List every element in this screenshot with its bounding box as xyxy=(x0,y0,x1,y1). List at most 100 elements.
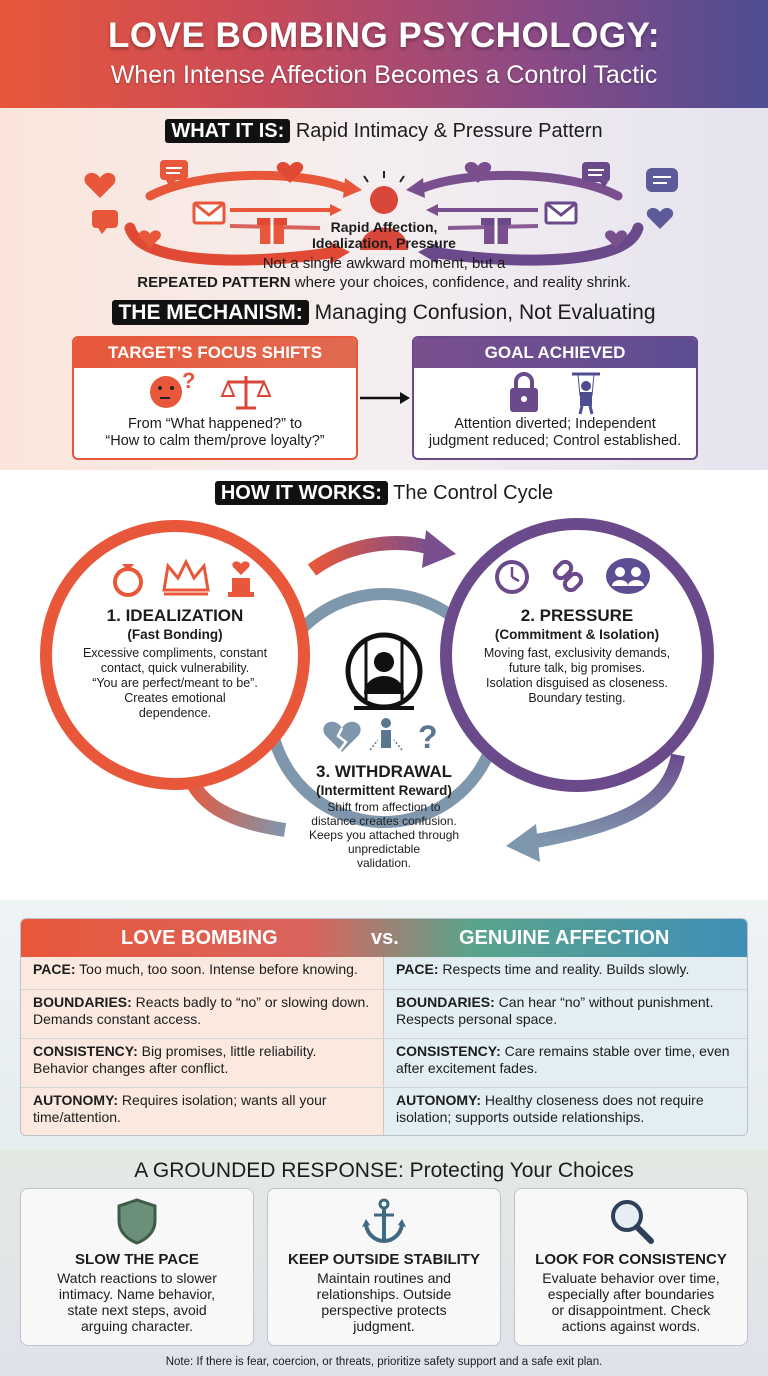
shield-icon xyxy=(117,1198,157,1245)
heart-icon xyxy=(605,230,627,248)
card-desc: Evaluate behavior over time, especially … xyxy=(515,1270,747,1334)
main-title: LOVE BOMBING PSYCHOLOGY: xyxy=(108,16,660,55)
idealization-text: 1. IDEALIZATION (Fast Bonding) Excessive… xyxy=(70,606,280,721)
chat-bubble-icon xyxy=(646,168,678,192)
genuine-consistency: CONSISTENCY: Care remains stable over ti… xyxy=(384,1038,747,1087)
svg-text:?: ? xyxy=(418,719,438,755)
withdrawal-title: 3. WITHDRAWAL xyxy=(316,762,452,781)
mechanism-title: Managing Confusion, Not Evaluating xyxy=(314,301,656,324)
chain-link-icon xyxy=(552,559,584,593)
goal-achieved-text: Attention diverted; Independent judgment… xyxy=(414,416,696,450)
affection-swirl-illustration xyxy=(84,160,678,266)
what-tag: WHAT IT IS: xyxy=(165,119,291,143)
withdrawal-icons: ? xyxy=(323,718,438,755)
row-value: Can hear “no” without punishment. Respec… xyxy=(396,994,714,1027)
desc-line: Moving fast, exclusivity demands, xyxy=(483,646,671,660)
center-caption: Rapid Affection, Idealization, Pressure xyxy=(284,219,484,251)
card-line: judgment. xyxy=(353,1318,415,1334)
card-line: arguing character. xyxy=(80,1318,194,1334)
what-title: Rapid Intimacy & Pressure Pattern xyxy=(295,120,603,142)
grounded-response-section: A GROUNDED RESPONSE: Protecting Your Cho… xyxy=(0,1150,768,1376)
what-summary: Not a single awkward moment, but a REPEA… xyxy=(0,254,768,292)
cycle-tag: HOW IT WORKS: xyxy=(214,481,388,505)
crown-icon xyxy=(162,558,210,596)
pressure-sub: (Commitment & Isolation) xyxy=(494,627,660,642)
magnifier-icon xyxy=(611,1200,654,1244)
desc-line: distance creates confusion. xyxy=(311,814,457,828)
focus-shift-text: From “What happened?” to “How to calm th… xyxy=(74,416,356,450)
genuine-boundaries: BOUNDARIES: Can hear “no” without punish… xyxy=(384,989,747,1038)
row-value: Respects time and reality. Builds slowly… xyxy=(438,961,690,977)
card-title: SLOW THE PACE xyxy=(75,1251,199,1268)
pedestal-heart-icon xyxy=(228,561,254,597)
card-line: state next steps, avoid xyxy=(67,1302,207,1318)
card-line: relationships. Outside xyxy=(316,1286,452,1302)
heart-icon xyxy=(84,172,116,198)
card-line: Watch reactions to slower xyxy=(57,1270,217,1286)
focus-shift-title: TARGET’S FOCUS SHIFTS xyxy=(74,338,356,368)
heart-icon xyxy=(139,230,161,248)
desc-line: Boundary testing. xyxy=(528,691,626,705)
pressure-desc: Moving fast, exclusivity demands, future… xyxy=(470,646,684,706)
lone-person-icon xyxy=(369,718,403,751)
comparison-header: LOVE BOMBING vs. GENUINE AFFECTION xyxy=(21,919,747,957)
row-value: Care remains stable over time, even afte… xyxy=(396,1043,730,1076)
idealization-desc: Excessive compliments, constant contact,… xyxy=(70,646,280,721)
idealization-icons xyxy=(113,558,254,597)
row-value: Big promises, little reliability. Behavi… xyxy=(33,1043,317,1076)
row-value: Reacts badly to “no” or slowing down. De… xyxy=(33,994,370,1027)
row-key: AUTONOMY: xyxy=(33,1092,119,1108)
table-row: CONSISTENCY: Big promises, little reliab… xyxy=(21,1038,747,1087)
card-title: LOOK FOR CONSISTENCY xyxy=(535,1251,727,1268)
table-row: PACE: Too much, too soon. Intense before… xyxy=(21,957,747,989)
card-line: or disappointment. Check xyxy=(551,1302,711,1318)
summary-bold: REPEATED PATTERN xyxy=(137,274,291,291)
pressure-text: 2. PRESSURE (Commitment & Isolation) Mov… xyxy=(470,606,684,706)
row-value: Requires isolation; wants all your time/… xyxy=(33,1092,327,1125)
card-line: perspective protects xyxy=(321,1302,447,1318)
cycle-title: The Control Cycle xyxy=(393,482,554,504)
chat-bubble-icon xyxy=(582,162,610,188)
focus-line-2: “How to calm them/prove loyalty?” xyxy=(105,433,325,449)
card-line: Evaluate behavior over time, xyxy=(542,1270,720,1286)
love-bombing-consistency: CONSISTENCY: Big promises, little reliab… xyxy=(21,1038,384,1087)
envelope-icon xyxy=(192,201,226,225)
scales-icon xyxy=(220,376,272,410)
row-key: CONSISTENCY: xyxy=(33,1043,138,1059)
idealization-title: 1. IDEALIZATION xyxy=(106,606,244,625)
card-desc: Maintain routines and relationships. Out… xyxy=(268,1270,500,1334)
card-desc: Watch reactions to slower intimacy. Name… xyxy=(21,1270,253,1334)
caption-line-1: Rapid Affection, xyxy=(330,219,438,235)
row-key: PACE: xyxy=(33,961,76,977)
mechanism-heading: THE MECHANISM: Managing Confusion, Not E… xyxy=(0,300,768,325)
puppet-icon xyxy=(572,372,600,415)
heart-icon xyxy=(276,161,304,183)
focus-line-1: From “What happened?” to xyxy=(127,416,303,432)
desc-line: contact, quick vulnerability. xyxy=(100,661,250,675)
desc-line: Isolation disguised as closeness. xyxy=(485,676,669,690)
focus-icons: ? xyxy=(150,368,272,410)
desc-line: validation. xyxy=(356,856,412,870)
comparison-table: LOVE BOMBING vs. GENUINE AFFECTION PACE:… xyxy=(20,918,748,1136)
card-line: intimacy. Name behavior, xyxy=(58,1286,216,1302)
control-cycle-section: HOW IT WORKS: The Control Cycle 1. IDEAL… xyxy=(0,470,768,900)
what-heading: WHAT IT IS: Rapid Intimacy & Pressure Pa… xyxy=(0,119,768,143)
summary-line-2: REPEATED PATTERN where your choices, con… xyxy=(0,273,768,292)
desc-line: unpredictable xyxy=(347,842,421,856)
row-value: Healthy closeness does not require isola… xyxy=(396,1092,704,1125)
vs-label: vs. xyxy=(371,927,399,949)
chat-bubble-icon xyxy=(160,160,188,188)
desc-line: future talk, big promises. xyxy=(508,661,646,675)
safety-note: Note: If there is fear, coercion, or thr… xyxy=(165,1356,603,1368)
goal-line-1: Attention diverted; Independent xyxy=(454,416,656,432)
clock-icon xyxy=(495,560,529,594)
pressure-title: 2. PRESSURE xyxy=(520,606,634,625)
gift-icon xyxy=(257,218,287,244)
card-line: actions against words. xyxy=(561,1318,701,1334)
anchor-icon xyxy=(362,1198,406,1244)
desc-line: Keeps you attached through xyxy=(308,828,460,842)
goal-achieved-title: GOAL ACHIEVED xyxy=(414,338,696,368)
envelope-icon xyxy=(544,201,578,225)
caption-line-2: Idealization, Pressure xyxy=(312,235,456,251)
main-subtitle: When Intense Affection Becomes a Control… xyxy=(110,61,658,89)
